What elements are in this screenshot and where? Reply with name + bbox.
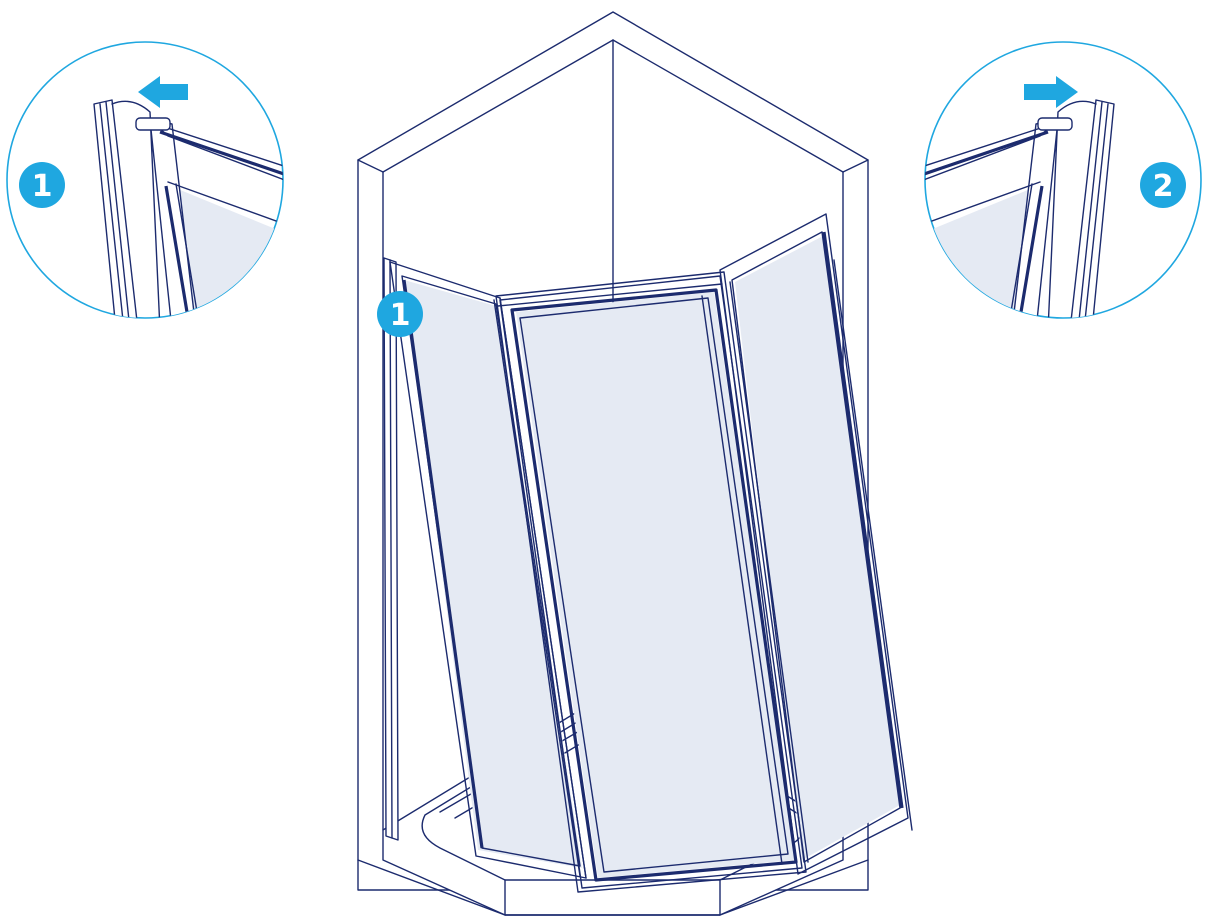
glass-left-panel <box>404 280 582 868</box>
step-badge-right-label: 2 <box>1153 169 1174 204</box>
shower-main: 1 <box>357 11 913 916</box>
glass-right-panel <box>735 236 900 860</box>
step-badge-main-label: 1 <box>390 298 411 333</box>
detail-circle-right: 2 <box>924 41 1202 319</box>
arrow-left-icon <box>138 76 188 108</box>
step-badge-left-label: 1 <box>32 169 53 204</box>
step-badge-left: 1 <box>19 162 65 208</box>
arrow-right-icon <box>1024 76 1078 108</box>
step-badge-right: 2 <box>1140 162 1186 208</box>
detail-circle-left: 1 <box>6 41 284 319</box>
step-badge-main: 1 <box>377 291 423 337</box>
glass-door <box>516 292 795 878</box>
left-wall-profile <box>383 257 399 841</box>
left-side-panel <box>389 261 587 879</box>
right-side-panel <box>719 213 913 875</box>
glass-panels <box>404 236 900 878</box>
